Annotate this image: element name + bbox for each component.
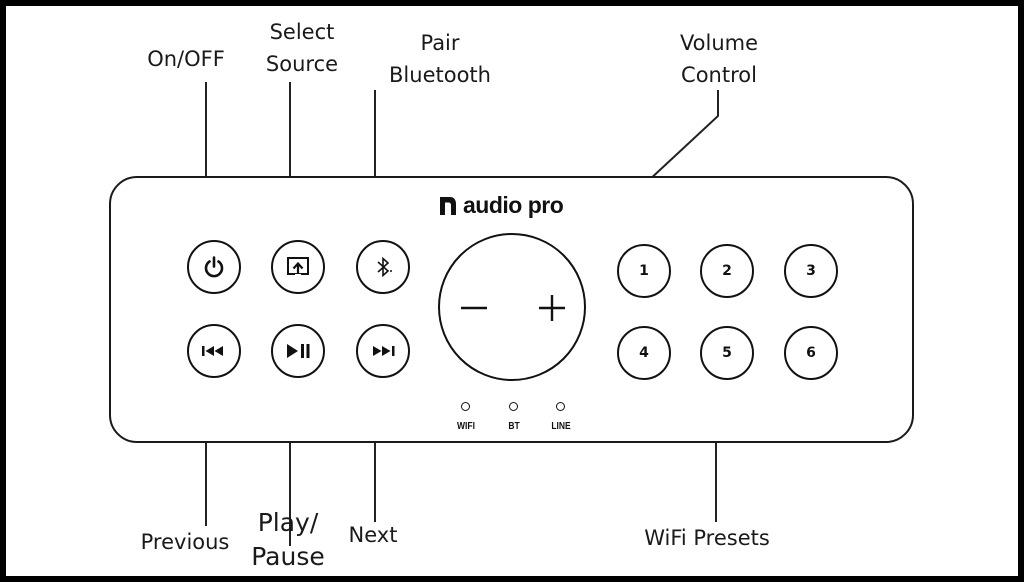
callout-select-source-line1: Select [269, 20, 335, 44]
preset-label-4: 4 [639, 345, 649, 361]
bluetooth-icon [377, 256, 392, 278]
callout-pair-bluetooth-line2: Bluetooth [389, 63, 491, 87]
callout-previous: Previous [130, 526, 240, 558]
callout-next: Next [326, 519, 420, 551]
preset-button-1[interactable]: 1 [617, 244, 671, 298]
callout-play-pause-line2: Pause [251, 542, 325, 571]
power-button[interactable] [187, 240, 241, 294]
led-label-bt: BT [508, 421, 520, 432]
callout-volume-control-line1: Volume [679, 31, 759, 55]
brand-name: audio pro [463, 192, 564, 218]
callout-previous-text: Previous [140, 530, 230, 554]
preset-button-3[interactable]: 3 [784, 244, 838, 298]
brand-mark-icon [440, 196, 456, 215]
preset-label-6: 6 [806, 345, 816, 361]
callout-on-off: On/OFF [132, 43, 240, 75]
callout-wifi-presets-text: WiFi Presets [644, 526, 770, 550]
callout-pair-bluetooth: Pair Bluetooth [374, 27, 506, 91]
led-label-line: LINE [551, 421, 571, 432]
brand-logo: audio pro [439, 192, 564, 219]
source-icon [287, 257, 309, 277]
led-bt-indicator [509, 402, 518, 411]
power-icon [204, 256, 224, 278]
volume-up-button[interactable] [522, 265, 582, 351]
next-button[interactable] [356, 324, 410, 378]
callout-next-text: Next [348, 523, 398, 547]
preset-button-5[interactable]: 5 [700, 326, 754, 380]
control-panel: audio pro [109, 176, 914, 443]
callout-select-source: Select Source [242, 16, 362, 80]
preset-label-2: 2 [722, 263, 732, 279]
volume-control-ring [438, 233, 586, 381]
previous-button[interactable] [187, 324, 241, 378]
select-source-button[interactable] [271, 240, 325, 294]
pair-bluetooth-button[interactable] [356, 240, 410, 294]
callout-play-pause-line1: Play/ [257, 508, 319, 537]
callout-pair-bluetooth-line1: Pair [420, 31, 460, 55]
play-pause-button[interactable] [271, 324, 325, 378]
led-line-indicator [556, 402, 565, 411]
next-track-icon [373, 346, 395, 356]
preset-label-3: 3 [806, 263, 816, 279]
led-label-wifi: WIFI [457, 421, 475, 432]
preset-button-2[interactable]: 2 [700, 244, 754, 298]
callout-wifi-presets: WiFi Presets [622, 522, 792, 554]
preset-label-1: 1 [639, 263, 649, 279]
preset-button-4[interactable]: 4 [617, 326, 671, 380]
play-pause-icon [287, 344, 310, 358]
preset-label-5: 5 [722, 345, 732, 361]
callout-volume-control-line2: Control [681, 63, 757, 87]
volume-down-button[interactable] [444, 265, 504, 351]
callout-play-pause: Play/ Pause [234, 506, 342, 574]
led-wifi-indicator [461, 402, 470, 411]
callout-on-off-text: On/OFF [147, 47, 225, 71]
minus-icon [461, 306, 487, 310]
callout-volume-control: Volume Control [660, 27, 778, 91]
preset-button-6[interactable]: 6 [784, 326, 838, 380]
callout-select-source-line2: Source [265, 52, 339, 76]
previous-track-icon [202, 346, 223, 356]
plus-icon [539, 295, 565, 321]
